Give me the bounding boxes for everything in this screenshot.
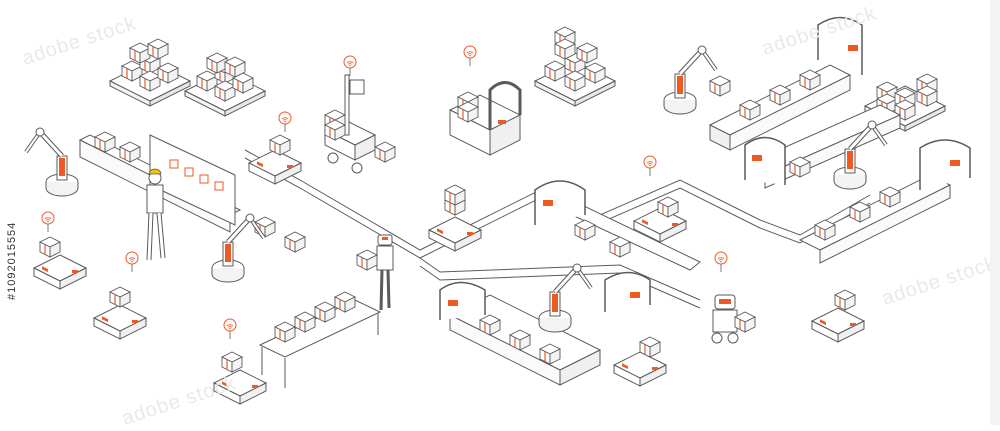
agv-3 [248, 111, 302, 185]
conveyor-middle-right [743, 104, 902, 189]
conveyor-bottom-center [439, 180, 701, 386]
factory-worker [146, 168, 166, 261]
robot-arm-top [664, 46, 731, 114]
agv-1 [33, 211, 87, 290]
agv-8 [811, 289, 865, 343]
wrapping-machine [448, 45, 522, 156]
robot-arm-left [26, 128, 78, 196]
agv-7 [613, 336, 667, 387]
packing-table [258, 291, 382, 388]
service-robot [711, 251, 756, 344]
pallet-stack-center [534, 26, 616, 107]
humanoid-robot [356, 234, 394, 311]
forklift [323, 55, 396, 174]
pallet-stack-left [109, 38, 191, 107]
conveyor-top-right [708, 16, 863, 151]
agv-5 [633, 155, 687, 243]
conveyor-lower-right [798, 139, 971, 264]
agv-2 [93, 251, 147, 340]
right-edge-strip [990, 0, 1000, 425]
stock-id-label: #1092015554 [6, 221, 18, 300]
pallet-stack-mid [184, 52, 266, 117]
agv-4 [428, 184, 482, 252]
